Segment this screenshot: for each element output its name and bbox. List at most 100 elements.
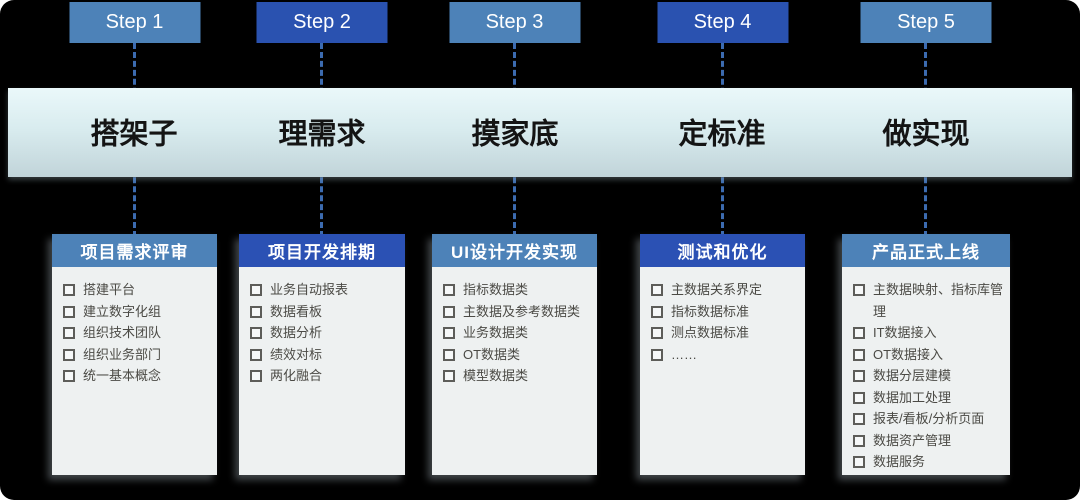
bullet-square-icon xyxy=(63,370,75,382)
bullet-square-icon xyxy=(651,327,663,339)
phase-banner: 搭架子 理需求 摸家底 定标准 做实现 xyxy=(8,88,1072,177)
list-item: 搭建平台 xyxy=(63,279,211,301)
list-item: IT数据接入 xyxy=(853,322,1004,344)
bullet-square-icon xyxy=(853,284,865,296)
card-item-list: 搭建平台 建立数字化组 组织技术团队 组织业务部门 统一基本概念 xyxy=(52,279,217,387)
step-column-3: Step 3 UI设计开发实现 指标数据类 主数据及参考数据类 业务数据类 OT… xyxy=(432,0,597,500)
bullet-square-icon xyxy=(853,348,865,361)
card-title: UI设计开发实现 xyxy=(432,234,597,267)
bullet-square-icon xyxy=(443,370,455,382)
list-item-label: IT数据接入 xyxy=(873,325,937,340)
list-item: 数据资产管理 xyxy=(853,430,1004,452)
step-badge-1: Step 1 xyxy=(69,2,200,43)
card-item-list: 主数据关系界定 指标数据标准 测点数据标准 …… xyxy=(640,279,805,365)
list-item: 测点数据标准 xyxy=(651,322,799,344)
list-item: 报表/看板/分析页面 xyxy=(853,408,1004,430)
list-item: OT数据类 xyxy=(443,344,591,366)
list-item: 数据服务 xyxy=(853,451,1004,473)
list-item-label: 数据加工处理 xyxy=(873,389,952,405)
list-item-label: 业务数据类 xyxy=(463,325,529,340)
bullet-square-icon xyxy=(250,370,262,382)
list-item-label: …… xyxy=(671,346,697,362)
list-item-label: 主数据映射、指标库管理 xyxy=(873,282,1004,319)
phase-label-2: 理需求 xyxy=(278,117,366,150)
list-item: 主数据及参考数据类 xyxy=(443,301,591,323)
bullet-square-icon xyxy=(250,327,262,339)
phase-label-4: 定标准 xyxy=(678,117,766,150)
list-item-label: 两化融合 xyxy=(270,368,323,383)
bullet-square-icon xyxy=(853,327,865,339)
list-item-label: 报表/看板/分析页面 xyxy=(873,411,985,426)
card-item-list: 业务自动报表 数据看板 数据分析 绩效对标 两化融合 xyxy=(239,279,405,387)
card-dev-schedule: 项目开发排期 业务自动报表 数据看板 数据分析 绩效对标 两化融合 xyxy=(239,234,405,475)
step-badge-label: Step 2 xyxy=(293,11,351,33)
step-column-5: Step 5 产品正式上线 主数据映射、指标库管理 IT数据接入 OT数据接入 … xyxy=(842,0,1010,500)
list-item-label: 指标数据标准 xyxy=(671,303,750,319)
bullet-square-icon xyxy=(651,348,663,361)
list-item: 建立数字化组 xyxy=(63,301,211,323)
list-item: 模型数据类 xyxy=(443,365,591,387)
bullet-square-icon xyxy=(853,456,865,468)
bullet-square-icon xyxy=(853,434,865,447)
list-item-label: 测点数据标准 xyxy=(671,325,750,340)
list-item: 组织技术团队 xyxy=(63,322,211,344)
list-item: 数据分析 xyxy=(250,322,399,344)
card-test-optimize: 测试和优化 主数据关系界定 指标数据标准 测点数据标准 …… xyxy=(640,234,805,475)
step-badge-label: Step 5 xyxy=(897,11,955,33)
list-item-label: 数据看板 xyxy=(270,303,323,319)
list-item: 指标数据类 xyxy=(443,279,591,301)
list-item-label: 数据服务 xyxy=(873,454,926,469)
card-title: 测试和优化 xyxy=(640,234,805,267)
step-badge-4: Step 4 xyxy=(657,2,788,43)
step-column-2: Step 2 项目开发排期 业务自动报表 数据看板 数据分析 绩效对标 两化融合 xyxy=(239,0,405,500)
list-item: 两化融合 xyxy=(250,365,399,387)
list-item-label: 模型数据类 xyxy=(463,368,529,383)
list-item-label: OT数据接入 xyxy=(873,346,944,362)
card-ui-design-dev: UI设计开发实现 指标数据类 主数据及参考数据类 业务数据类 OT数据类 模型数… xyxy=(432,234,597,475)
list-item: 主数据映射、指标库管理 xyxy=(853,279,1004,322)
list-item-label: 主数据关系界定 xyxy=(671,282,763,297)
list-item: 组织业务部门 xyxy=(63,344,211,366)
phase-label-5: 做实现 xyxy=(882,117,970,150)
step-badge-2: Step 2 xyxy=(256,2,388,43)
bullet-square-icon xyxy=(443,305,455,318)
list-item-label: 绩效对标 xyxy=(270,346,323,362)
bullet-square-icon xyxy=(250,305,262,318)
list-item: 业务数据类 xyxy=(443,322,591,344)
list-item-label: 主数据及参考数据类 xyxy=(463,303,581,319)
bullet-square-icon xyxy=(853,391,865,404)
bullet-square-icon xyxy=(853,413,865,425)
list-item-label: 数据资产管理 xyxy=(873,432,952,448)
bullet-square-icon xyxy=(443,348,455,361)
step-column-1: Step 1 项目需求评审 搭建平台 建立数字化组 组织技术团队 组织业务部门 … xyxy=(52,0,217,500)
step-badge-label: Step 3 xyxy=(485,11,544,33)
bullet-square-icon xyxy=(63,327,75,339)
list-item: 指标数据标准 xyxy=(651,301,799,323)
phase-label-3: 摸家底 xyxy=(471,117,559,150)
list-item: …… xyxy=(651,344,799,366)
list-item: 数据加工处理 xyxy=(853,387,1004,409)
list-item: 业务自动报表 xyxy=(250,279,399,301)
bullet-square-icon xyxy=(443,327,455,339)
bullet-square-icon xyxy=(250,348,262,361)
card-title: 产品正式上线 xyxy=(842,234,1010,267)
list-item-label: 数据分析 xyxy=(270,325,323,340)
step-badge-label: Step 4 xyxy=(693,11,752,33)
list-item: 数据看板 xyxy=(250,301,399,323)
step-badge-3: Step 3 xyxy=(449,2,580,43)
bullet-square-icon xyxy=(250,284,262,296)
list-item: 数据分层建模 xyxy=(853,365,1004,387)
step-column-4: Step 4 测试和优化 主数据关系界定 指标数据标准 测点数据标准 …… xyxy=(640,0,805,500)
bullet-square-icon xyxy=(651,284,663,296)
list-item: OT数据接入 xyxy=(853,344,1004,366)
list-item-label: 业务自动报表 xyxy=(270,282,349,297)
bullet-square-icon xyxy=(853,370,865,382)
card-product-launch: 产品正式上线 主数据映射、指标库管理 IT数据接入 OT数据接入 数据分层建模 … xyxy=(842,234,1010,475)
list-item-label: 组织业务部门 xyxy=(83,346,162,362)
bullet-square-icon xyxy=(63,305,75,318)
list-item-label: 数据分层建模 xyxy=(873,368,952,383)
list-item-label: 组织技术团队 xyxy=(83,325,162,340)
list-item: 主数据关系界定 xyxy=(651,279,799,301)
card-item-list: 指标数据类 主数据及参考数据类 业务数据类 OT数据类 模型数据类 xyxy=(432,279,597,387)
